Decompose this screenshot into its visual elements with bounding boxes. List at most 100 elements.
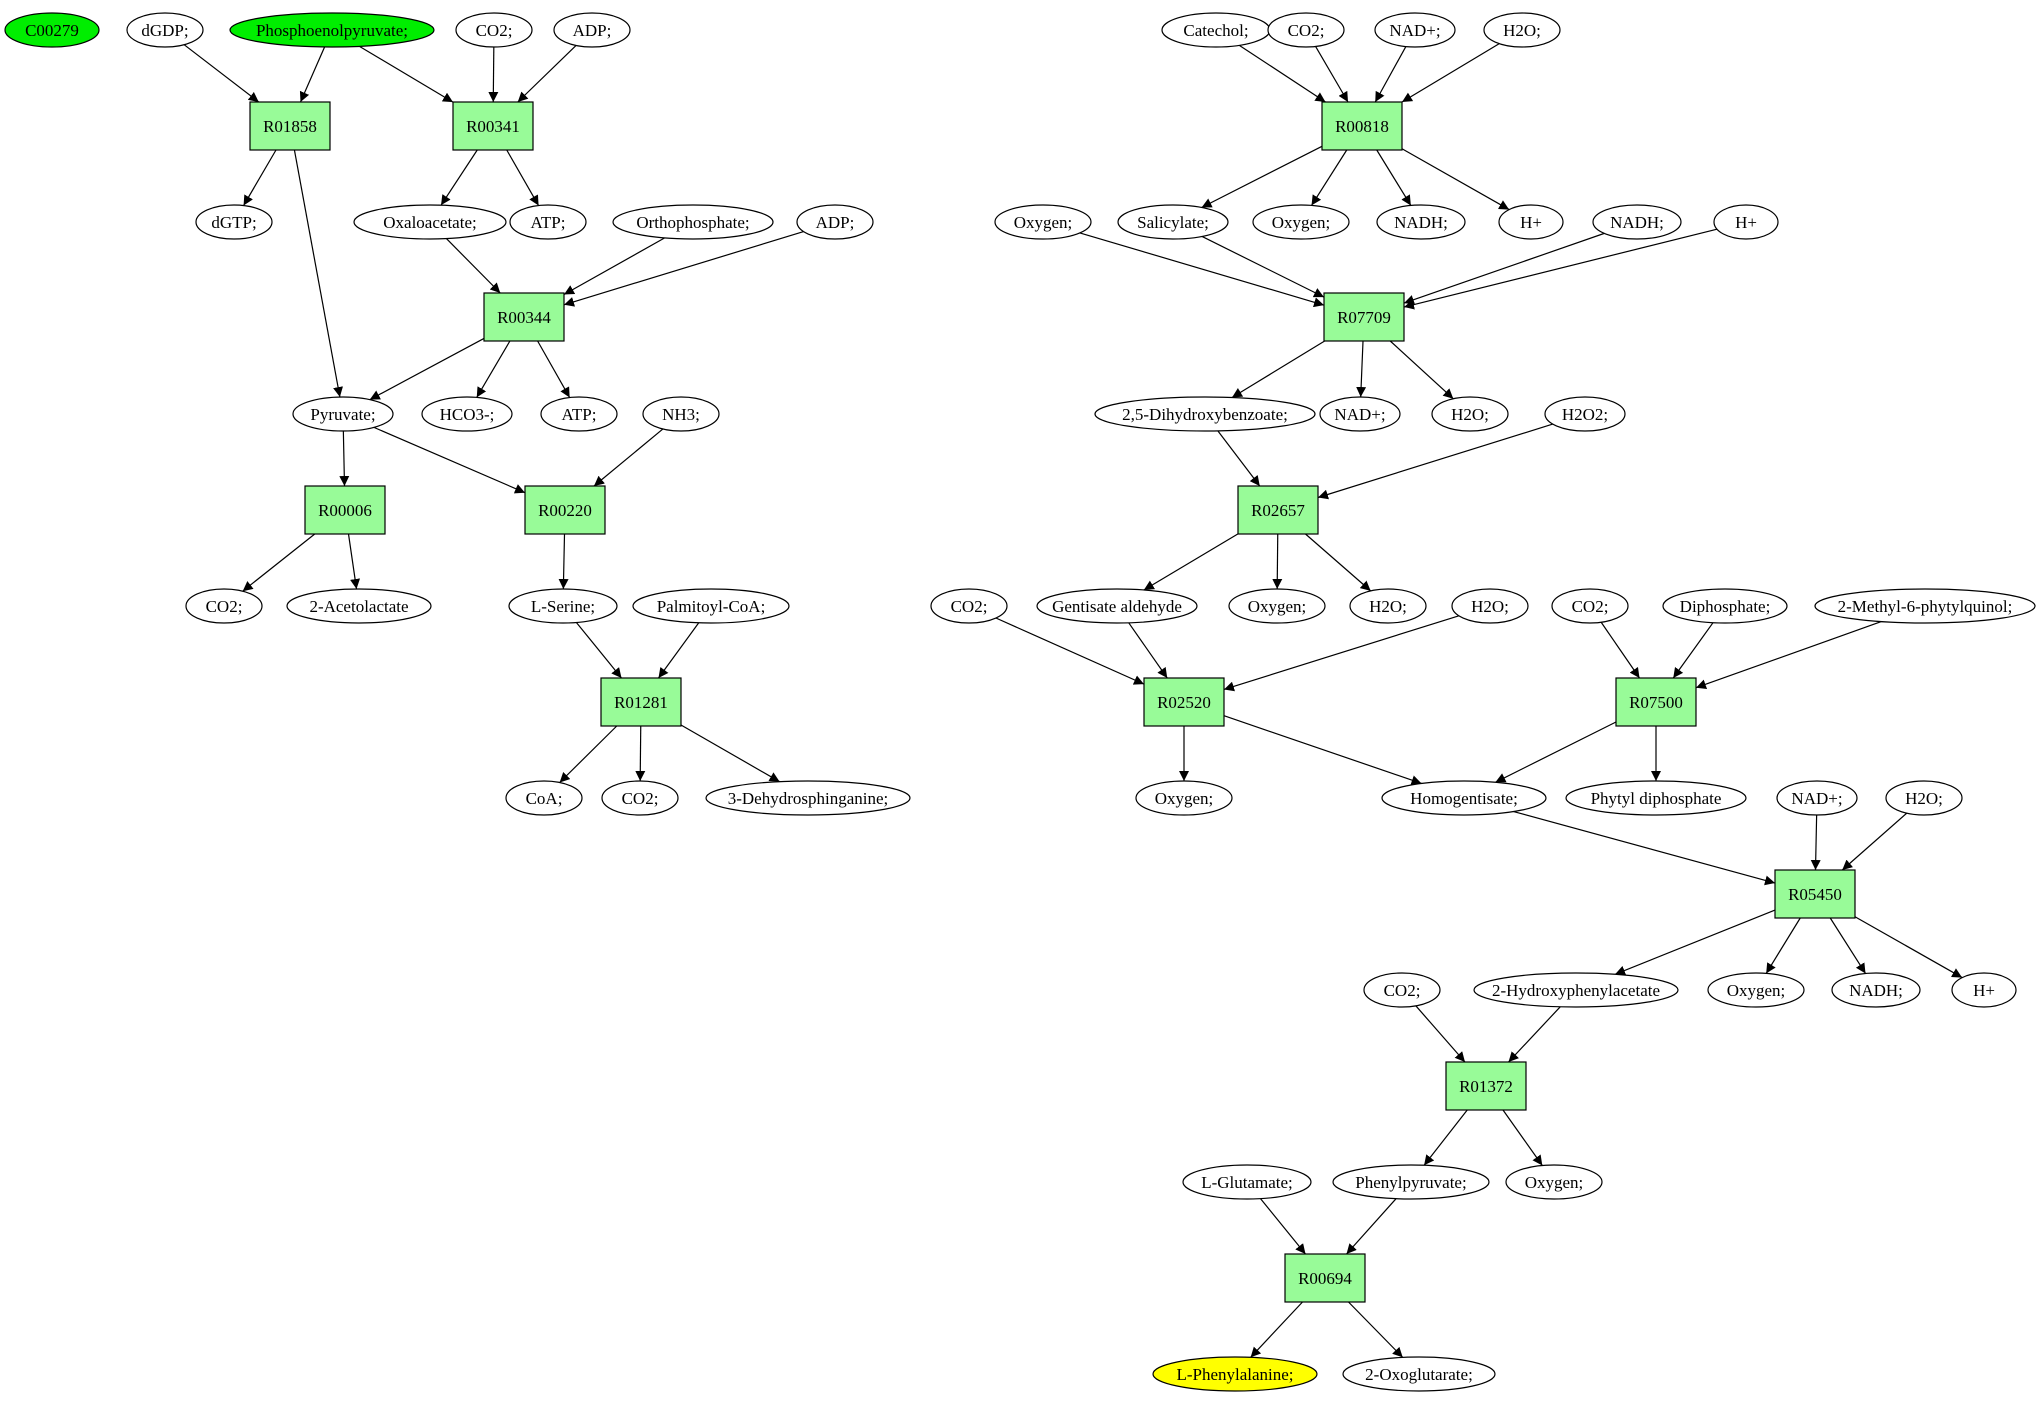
reaction-node-r01858[interactable]: R01858 (249, 101, 331, 151)
edge-r02657-to-h2-o-c (1305, 533, 1372, 592)
compound-node-atp-b[interactable]: ATP; (540, 396, 618, 432)
edge-r00694-to-oxoglutarate (1348, 1301, 1404, 1358)
compound-ellipse (286, 588, 432, 624)
compound-node-nadp-a[interactable]: NAD+; (1374, 12, 1456, 48)
compound-node-palmitoyl-co-a[interactable]: Palmitoyl-CoA; (632, 588, 790, 624)
edge-gent-ald-to-r02520 (1128, 622, 1168, 679)
compound-node-pep[interactable]: Phosphoenolpyruvate; (229, 12, 435, 48)
compound-node-hp-b[interactable]: H+ (1713, 204, 1779, 240)
compound-ellipse (1228, 588, 1326, 624)
compound-node-oxygen-e[interactable]: Oxygen; (1707, 972, 1805, 1008)
edge-pyruvate-to-r00006 (339, 430, 350, 487)
reaction-node-r00694[interactable]: R00694 (1284, 1253, 1366, 1303)
edge-r07709-to-dhb (1231, 340, 1325, 399)
edge-r02657-to-oxygen-c (1272, 533, 1283, 590)
edge-r00006-to-co2-b (242, 533, 316, 592)
compound-node-co2-a[interactable]: CO2; (455, 12, 533, 48)
compound-node-diphosphate[interactable]: Diphosphate; (1662, 588, 1788, 624)
compound-node-h2-o-d[interactable]: H2O; (1451, 588, 1529, 624)
compound-node-oxygen-f[interactable]: Oxygen; (1505, 1164, 1603, 1200)
compound-node-h2-o-c[interactable]: H2O; (1349, 588, 1427, 624)
reaction-node-r01281[interactable]: R01281 (600, 677, 682, 727)
compound-node-h2-o-a[interactable]: H2O; (1483, 12, 1561, 48)
compound-ellipse (1182, 1164, 1312, 1200)
compound-node-lserine[interactable]: L-Serine; (508, 588, 618, 624)
compound-node-orthophosphate[interactable]: Orthophosphate; (612, 204, 774, 240)
compound-node-adp-a[interactable]: ADP; (553, 12, 631, 48)
compound-node-lphe[interactable]: L-Phenylalanine; (1152, 1356, 1318, 1392)
compound-node-h2-o-b[interactable]: H2O; (1431, 396, 1509, 432)
compound-node-co2-c[interactable]: CO2; (601, 780, 679, 816)
node-label: Oxygen; (1727, 981, 1786, 1000)
edge-r05450-to-nadh-c (1829, 917, 1867, 974)
reaction-node-r00341[interactable]: R00341 (452, 101, 534, 151)
reaction-node-r00818[interactable]: R00818 (1321, 101, 1403, 151)
compound-node-hco3[interactable]: HCO3-; (421, 396, 513, 432)
compound-node-h2-o2[interactable]: H2O2; (1544, 396, 1626, 432)
reaction-node-r02657[interactable]: R02657 (1237, 485, 1319, 535)
compound-node-d-gdp[interactable]: dGDP; (126, 12, 204, 48)
reaction-node-r00220[interactable]: R00220 (524, 485, 606, 535)
compound-node-nadh-a[interactable]: NADH; (1376, 204, 1466, 240)
compound-node-pyruvate[interactable]: Pyruvate; (292, 396, 394, 432)
compound-node-acetolactate[interactable]: 2-Acetolactate (286, 588, 432, 624)
compound-node-co2-d[interactable]: CO2; (1267, 12, 1345, 48)
compound-node-gent-ald[interactable]: Gentisate aldehyde (1036, 588, 1198, 624)
compound-ellipse (601, 780, 679, 816)
compound-node-phytyl-dp[interactable]: Phytyl diphosphate (1565, 780, 1747, 816)
compound-node-d-gtp[interactable]: dGTP; (195, 204, 273, 240)
compound-node-oxygen-d[interactable]: Oxygen; (1135, 780, 1233, 816)
compound-node-oxygen-b[interactable]: Oxygen; (1252, 204, 1350, 240)
compound-node-co2-g[interactable]: CO2; (1363, 972, 1441, 1008)
compound-node-nadh-c[interactable]: NADH; (1831, 972, 1921, 1008)
compound-node-oxaloacetate[interactable]: Oxaloacetate; (353, 204, 507, 240)
compound-node-adp-b[interactable]: ADP; (796, 204, 874, 240)
compound-node-co-a[interactable]: CoA; (505, 780, 583, 816)
compound-node-atp-a[interactable]: ATP; (509, 204, 587, 240)
compound-node-phenylpyruvate[interactable]: Phenylpyruvate; (1332, 1164, 1490, 1200)
compound-node-hp-a[interactable]: H+ (1498, 204, 1564, 240)
compound-ellipse (353, 204, 507, 240)
reaction-node-r02520[interactable]: R02520 (1143, 677, 1225, 727)
reaction-node-r00344[interactable]: R00344 (483, 292, 565, 342)
compound-node-hp-c[interactable]: H+ (1951, 972, 2017, 1008)
edge-r02657-to-gent-ald (1143, 533, 1239, 591)
reaction-node-r00006[interactable]: R00006 (304, 485, 386, 535)
compound-node-nadh-b[interactable]: NADH; (1592, 204, 1682, 240)
compound-node-dhb[interactable]: 2,5-Dihydroxybenzoate; (1094, 396, 1316, 432)
reaction-node-r01372[interactable]: R01372 (1445, 1061, 1527, 1111)
compound-node-co2-e[interactable]: CO2; (930, 588, 1008, 624)
compound-node-salicylate[interactable]: Salicylate; (1117, 204, 1229, 240)
node-label: Oxygen; (1525, 1173, 1584, 1192)
compound-node-mpq[interactable]: 2-Methyl-6-phytylquinol; (1814, 588, 2036, 624)
node-label: R02520 (1157, 693, 1211, 712)
compound-node-oxygen-c[interactable]: Oxygen; (1228, 588, 1326, 624)
compound-node-nadp-b[interactable]: NAD+; (1319, 396, 1401, 432)
node-label: Orthophosphate; (636, 213, 749, 232)
edge-r07709-to-h2-o-b (1389, 340, 1454, 400)
compound-node-homogentisate[interactable]: Homogentisate; (1381, 780, 1547, 816)
compound-node-oxygen-a[interactable]: Oxygen; (994, 204, 1092, 240)
reaction-node-r05450[interactable]: R05450 (1774, 869, 1856, 919)
node-label: ATP; (562, 405, 597, 424)
reaction-box (1321, 101, 1403, 151)
reaction-node-r07709[interactable]: R07709 (1323, 292, 1405, 342)
compound-node-nadp-c[interactable]: NAD+; (1776, 780, 1858, 816)
compound-node-nh3[interactable]: NH3; (642, 396, 720, 432)
compound-node-dehydrosphinganine[interactable]: 3-Dehydrosphinganine; (705, 780, 911, 816)
compound-node-h2-o-e[interactable]: H2O; (1885, 780, 1963, 816)
compound-ellipse (1381, 780, 1547, 816)
compound-node-c00279[interactable]: C00279 (4, 12, 100, 48)
compound-node-catechol[interactable]: Catechol; (1161, 12, 1271, 48)
compound-node-co2-b[interactable]: CO2; (185, 588, 263, 624)
compound-node-lglu[interactable]: L-Glutamate; (1182, 1164, 1312, 1200)
node-label: Pyruvate; (310, 405, 375, 424)
reaction-node-r07500[interactable]: R07500 (1615, 677, 1697, 727)
compound-ellipse (1342, 1356, 1496, 1392)
compound-node-co2-f[interactable]: CO2; (1551, 588, 1629, 624)
compound-node-oxoglutarate[interactable]: 2-Oxoglutarate; (1342, 1356, 1496, 1392)
compound-node-hpa[interactable]: 2-Hydroxyphenylacetate (1473, 972, 1679, 1008)
node-label: L-Glutamate; (1201, 1173, 1293, 1192)
compound-ellipse (455, 12, 533, 48)
node-label: ATP; (531, 213, 566, 232)
